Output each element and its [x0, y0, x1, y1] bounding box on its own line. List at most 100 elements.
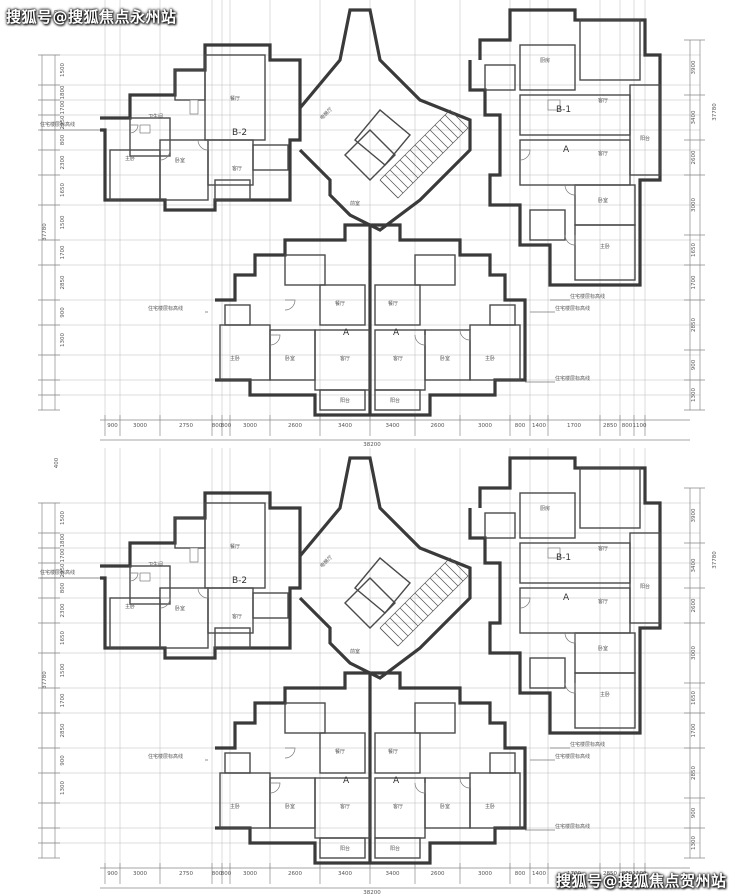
room-kitchen: [519, 44, 576, 91]
dimension-label: 1650: [691, 243, 697, 257]
room-bath: [224, 752, 251, 774]
unit-a-outline: [215, 671, 527, 865]
dimension-label: 1700: [567, 423, 581, 429]
stair-tread: [424, 134, 444, 154]
stair-tread: [389, 169, 409, 189]
unit-label: A: [343, 776, 350, 786]
room-label: 卧室: [175, 605, 185, 612]
dimension-total-bottom: 38200: [363, 442, 381, 448]
room-label: 餐厅: [335, 300, 345, 307]
dimension-label: 2950: [60, 115, 66, 129]
stair-outline: [379, 557, 469, 647]
core-outline: [298, 8, 472, 232]
dimension-label: 1800: [60, 533, 66, 547]
dimension-total-bottom: 38200: [363, 890, 381, 896]
room-label: 餐厅: [335, 748, 345, 755]
stair-tread: [409, 597, 429, 617]
dimension-label: 1650: [691, 691, 697, 705]
fixture-toilet: [189, 99, 199, 115]
fixture-counter: [547, 99, 561, 111]
room-balcony: [214, 627, 251, 649]
dimension-label: 3000: [243, 423, 257, 429]
door-swing: [284, 747, 296, 759]
elevator-shaft: [354, 557, 411, 614]
room-label: 阳台: [640, 583, 650, 590]
room-label: 主卧: [600, 243, 610, 250]
room-bath: [224, 304, 251, 326]
room-master-bedroom: [469, 772, 521, 829]
room-bedroom: [159, 139, 209, 201]
dimension-label: 800: [622, 871, 633, 877]
core-outline: [298, 456, 472, 680]
dimension-label: 2600: [288, 871, 302, 877]
stair-tread: [444, 114, 464, 134]
dimension-label: 900: [107, 871, 118, 877]
dimension-label: 1300: [60, 781, 66, 795]
stair-tread: [389, 617, 409, 637]
room-balcony: [374, 389, 421, 411]
room-label: 电梯厅: [318, 554, 334, 570]
dimension-label: 2600: [691, 598, 697, 612]
room-bedroom: [579, 467, 641, 529]
stair-tread: [429, 129, 449, 149]
room-label: 主卧: [600, 691, 610, 698]
annotation-label: 住宅楼层标高线: [555, 823, 590, 830]
dimension-label: 2850: [691, 766, 697, 780]
room-bath: [489, 752, 516, 774]
room-kitchen: [284, 702, 326, 734]
stair-tread: [394, 612, 414, 632]
stair-tread: [434, 572, 454, 592]
room-label: 电梯厅: [318, 106, 334, 122]
dimension-label: 800: [515, 871, 526, 877]
room-label: 客厅: [393, 803, 403, 810]
dimension-label: 1500: [60, 63, 66, 77]
unit-label: A: [563, 593, 570, 603]
room-bath: [129, 117, 171, 157]
room-balcony: [629, 532, 661, 624]
door-swing: [129, 124, 139, 134]
dimension-label: 1300: [691, 388, 697, 402]
stair-tread: [424, 582, 444, 602]
unit-label: B-2: [232, 128, 247, 138]
room-dining: [374, 732, 421, 774]
room-label: 阳台: [340, 397, 350, 404]
door-swing: [519, 149, 531, 161]
dimension-total-left: 37780: [42, 671, 48, 689]
room-living: [207, 139, 254, 186]
room-bedroom: [579, 19, 641, 81]
dimension-label: 3000: [133, 423, 147, 429]
dimension-label: 3400: [338, 423, 352, 429]
room-label: 餐厅: [388, 300, 398, 307]
unit-label: A: [393, 776, 400, 786]
stair-tread: [419, 587, 439, 607]
watermark-top: 搜狐号@搜狐焦点永州站: [6, 8, 177, 26]
elevator-shaft: [344, 577, 396, 629]
room-label: 厨房: [540, 505, 550, 512]
annotation-label: 住宅楼层标高线: [555, 753, 590, 760]
dimension-label: 2750: [179, 423, 193, 429]
room-bath: [529, 657, 566, 689]
dimension-label: 3000: [691, 198, 697, 212]
door-swing: [159, 597, 171, 609]
dimension-label: 2850: [60, 275, 66, 289]
room-kitchen: [284, 254, 326, 286]
room-balcony: [629, 84, 661, 176]
room-label: 主卧: [125, 155, 135, 162]
room-bath: [484, 64, 516, 91]
dimension-label: 1650: [60, 631, 66, 645]
dimension-label: 900: [107, 423, 118, 429]
annotation-label: 住宅楼层标高线: [555, 305, 590, 312]
room-kitchen: [519, 492, 576, 539]
dimension-label: 800: [60, 134, 66, 145]
room-label: 餐厅: [230, 543, 240, 550]
stair-tread: [399, 607, 419, 627]
stair-tread: [399, 159, 419, 179]
room-label: 主卧: [485, 803, 495, 810]
unit-label: A: [393, 328, 400, 338]
dimension-label: 800: [212, 423, 223, 429]
door-swing: [564, 234, 576, 246]
room-living: [207, 587, 254, 634]
dimension-label: 2600: [691, 150, 697, 164]
room-bath: [484, 512, 516, 539]
